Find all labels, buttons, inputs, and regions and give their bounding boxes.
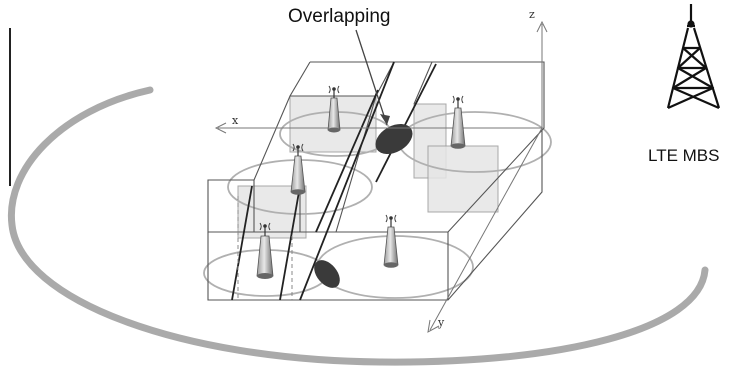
building-wireframe bbox=[207, 61, 545, 301]
dashed-edges bbox=[237, 196, 293, 300]
partition-lines bbox=[231, 61, 437, 301]
macro-coverage-ellipse bbox=[7, 86, 709, 366]
overlap-pointer-head bbox=[380, 114, 390, 125]
overlapping-label: Overlapping bbox=[288, 6, 391, 27]
overlap-region-bottom bbox=[314, 260, 340, 288]
overlap-pointer bbox=[355, 29, 388, 126]
overlap-region-top bbox=[375, 123, 413, 155]
small-cell-icon bbox=[383, 214, 399, 268]
y-axis-label: y bbox=[438, 316, 445, 329]
z-axis-label: z bbox=[529, 8, 535, 21]
x-axis-label: x bbox=[232, 114, 239, 127]
small-cell-icon bbox=[290, 143, 306, 195]
small-cell-icon bbox=[256, 222, 274, 279]
axes bbox=[214, 20, 548, 333]
small-cell-icon bbox=[450, 95, 466, 149]
small-cell-icon bbox=[327, 85, 341, 133]
lte-mbs-label: LTE MBS bbox=[648, 146, 720, 165]
tower-icon bbox=[666, 4, 721, 110]
